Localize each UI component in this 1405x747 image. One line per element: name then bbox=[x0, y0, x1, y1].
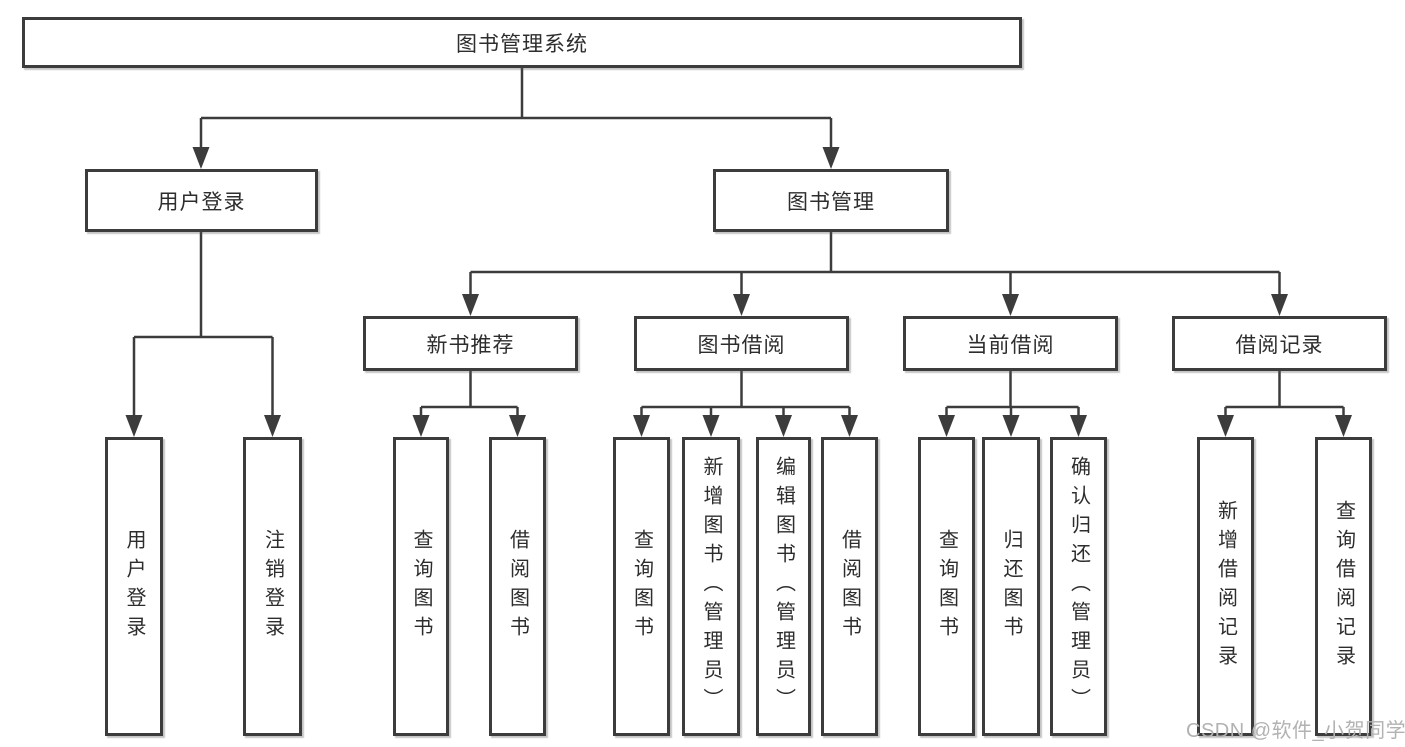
leaf-confirm-return-admin: 确认归还（管理员） bbox=[1050, 437, 1107, 736]
arrowheads bbox=[125, 147, 1352, 437]
leaf-query-books-borrowing: 查询图书 bbox=[613, 437, 670, 736]
leaf-edit-book-admin: 编辑图书（管理员） bbox=[756, 437, 811, 736]
node-book-management: 图书管理 bbox=[713, 169, 949, 232]
leaf-return-books: 归还图书 bbox=[982, 437, 1040, 736]
node-library-system: 图书管理系统 bbox=[22, 17, 1022, 68]
leaf-borrow-books-recommend: 借阅图书 bbox=[489, 437, 546, 736]
leaf-query-books-recommend: 查询图书 bbox=[393, 437, 449, 736]
csdn-watermark: CSDN @软件_小贺同学 bbox=[1186, 720, 1405, 742]
leaf-user-login: 用户登录 bbox=[105, 437, 163, 736]
leaf-query-borrow-record: 查询借阅记录 bbox=[1315, 437, 1372, 736]
node-user-login: 用户登录 bbox=[85, 169, 318, 232]
leaf-add-book-admin: 新增图书（管理员） bbox=[682, 437, 740, 736]
leaf-add-borrow-record: 新增借阅记录 bbox=[1197, 437, 1254, 736]
leaf-borrow-books-borrowing: 借阅图书 bbox=[821, 437, 878, 736]
node-new-book-recommend: 新书推荐 bbox=[363, 316, 578, 371]
node-borrow-records: 借阅记录 bbox=[1172, 316, 1387, 371]
leaf-logout: 注销登录 bbox=[243, 437, 302, 736]
node-current-borrowing: 当前借阅 bbox=[903, 316, 1118, 371]
node-book-borrowing: 图书借阅 bbox=[634, 316, 849, 371]
leaf-query-books-current: 查询图书 bbox=[918, 437, 975, 736]
